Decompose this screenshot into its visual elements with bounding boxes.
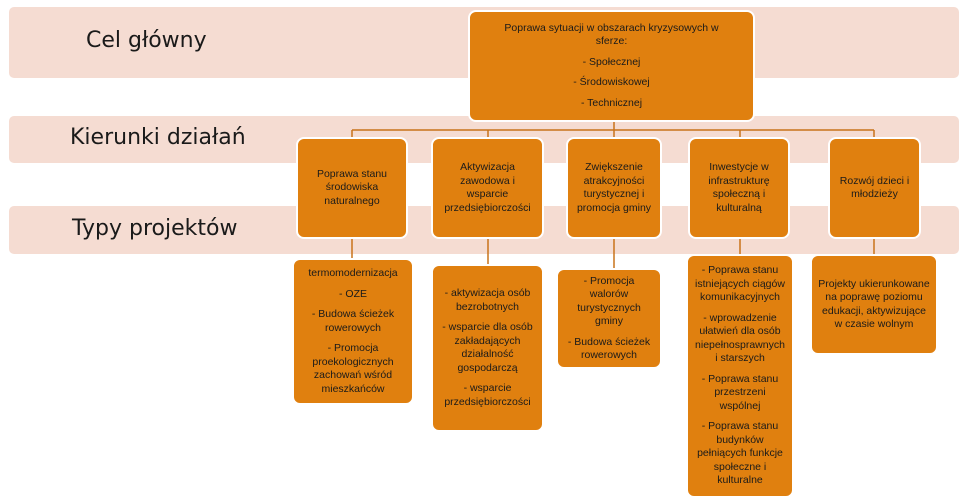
direction-box-activation: Aktywizacja zawodowa i wsparcie przedsię…: [431, 137, 544, 239]
band-label-cel-glowny: Cel główny: [86, 28, 207, 53]
goal-title: Poprawa sytuacji w obszarach kryzysowych…: [504, 21, 719, 48]
goal-item: - Technicznej: [580, 96, 643, 109]
band-label-kierunki-dzialan: Kierunki działań: [70, 125, 246, 150]
direction-box-environment: Poprawa stanu środowiska naturalnego: [296, 137, 408, 239]
goal-item: - Społecznej: [582, 55, 641, 68]
projects-box-environment: termomodernizacja - OZE - Budowa ścieżek…: [292, 258, 414, 405]
goal-item: - Środowiskowej: [573, 76, 650, 89]
project-item: - wsparcie dla osób zakładających działa…: [442, 321, 533, 374]
project-item: - aktywizacja osób bezrobotnych: [444, 287, 531, 313]
direction-label: Rozwój dzieci i młodzieży: [839, 174, 910, 201]
project-item: - wsparcie przedsiębiorczości: [444, 382, 531, 408]
direction-box-youth: Rozwój dzieci i młodzieży: [828, 137, 921, 239]
project-item: - Budowa ścieżek rowerowych: [567, 335, 651, 362]
direction-label: Poprawa stanu środowiska naturalnego: [316, 167, 388, 207]
project-item: - Promocja walorów turystycznych gminy: [577, 274, 641, 328]
project-item: Projekty ukierunkowane na poprawę poziom…: [818, 277, 930, 331]
project-item: - Poprawa stanu budynków pełniących funk…: [697, 420, 783, 487]
direction-box-tourism: Zwiększenie atrakcyjności turystycznej i…: [566, 137, 662, 239]
goal-box: Poprawa sytuacji w obszarach kryzysowych…: [468, 10, 755, 122]
projects-box-infrastructure: - Poprawa stanu istniejących ciągów komu…: [686, 254, 794, 498]
project-item: - wprowadzenie ułatwień dla osób niepełn…: [695, 311, 785, 365]
band-label-typy-projektow: Typy projektów: [72, 216, 238, 241]
project-item: - Budowa ścieżek rowerowych: [311, 308, 395, 334]
project-item: termomodernizacja: [308, 267, 398, 279]
direction-label: Aktywizacja zawodowa i wsparcie przedsię…: [444, 161, 531, 214]
direction-label: Zwiększenie atrakcyjności turystycznej i…: [576, 161, 652, 214]
projects-box-tourism: - Promocja walorów turystycznych gminy -…: [556, 268, 662, 369]
projects-box-activation: - aktywizacja osób bezrobotnych - wsparc…: [431, 264, 544, 432]
direction-box-infrastructure: Inwestycje w infrastrukturę społeczną i …: [688, 137, 790, 239]
project-item: - Poprawa stanu istniejących ciągów komu…: [695, 264, 785, 304]
project-item: - OZE: [339, 287, 367, 300]
direction-label: Inwestycje w infrastrukturę społeczną i …: [708, 161, 770, 214]
project-item: - Promocja proekologicznych zachowań wśr…: [312, 342, 394, 395]
project-item: - Poprawa stanu przestrzeni wspólnej: [701, 372, 779, 412]
projects-box-youth: Projekty ukierunkowane na poprawę poziom…: [810, 254, 938, 355]
